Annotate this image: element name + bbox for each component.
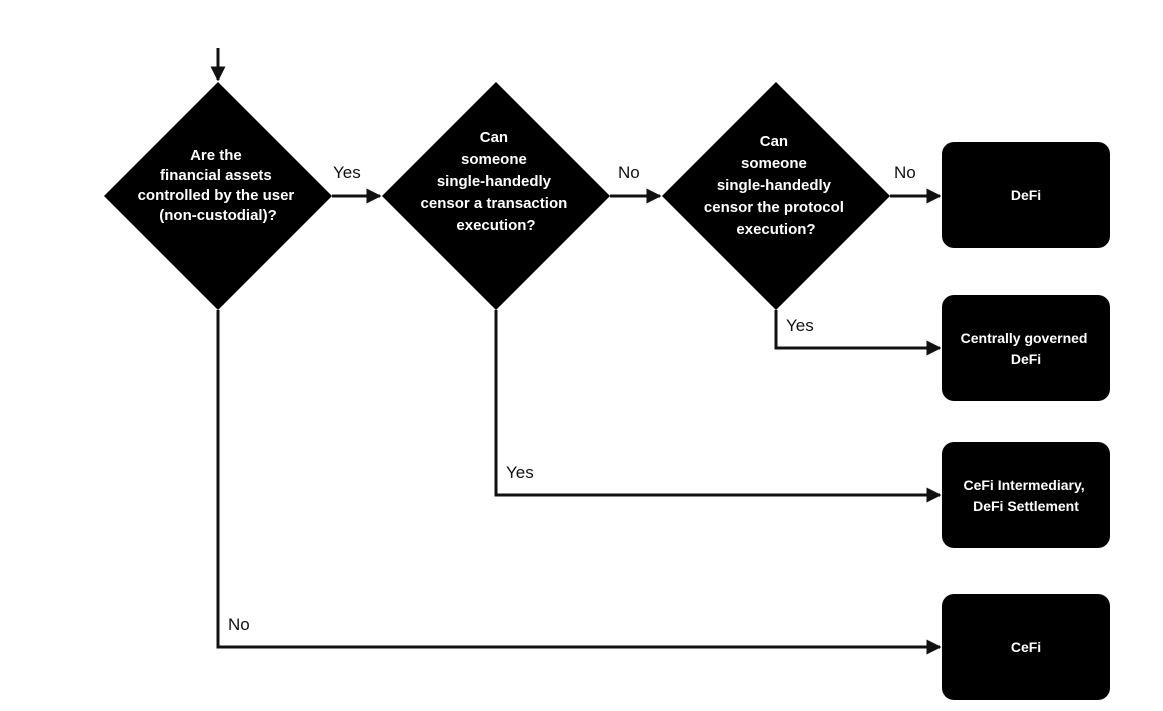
outcome-cefi-intermediary-box — [942, 442, 1110, 548]
decision-custody-line: (non-custodial)? — [159, 207, 276, 224]
outcome-cefi-intermediary-line: CeFi Intermediary, — [963, 477, 1084, 493]
decision-custody-line: controlled by the user — [138, 187, 295, 204]
outcome-cefi-intermediary-line: DeFi Settlement — [973, 498, 1079, 514]
decision-protocol-censor-line: execution? — [736, 221, 815, 238]
edge-label-protocol-yes: Yes — [786, 316, 814, 335]
decision-protocol-censor-line: censor the protocol — [704, 199, 844, 216]
outcome-centrally-governed: Centrally governed DeFi — [942, 295, 1110, 401]
outcome-defi: DeFi — [942, 142, 1110, 248]
decision-tx-censor-diamond — [382, 82, 610, 310]
decision-custody-diamond — [104, 82, 332, 310]
decision-protocol-censor-line: someone — [741, 155, 807, 172]
edge-label-tx-no: No — [618, 163, 640, 182]
outcome-centrally-governed-line: DeFi — [1011, 351, 1041, 367]
decision-tx-censor: Can someone single-handedly censor a tra… — [382, 82, 610, 310]
edge-label-tx-yes: Yes — [506, 463, 534, 482]
decision-custody-line: financial assets — [160, 167, 272, 184]
decision-custody-label: Are the financial assets controlled by t… — [138, 147, 299, 224]
decision-protocol-censor: Can someone single-handedly censor the p… — [662, 82, 890, 310]
decision-tx-censor-line: single-handedly — [437, 173, 552, 190]
outcome-centrally-governed-box — [942, 295, 1110, 401]
decision-protocol-censor-line: single-handedly — [717, 177, 832, 194]
decision-tx-censor-line: execution? — [456, 217, 535, 234]
outcome-centrally-governed-label: Centrally governed DeFi — [961, 330, 1092, 367]
edge-protocol-yes — [774, 310, 942, 356]
decision-protocol-censor-label: Can someone single-handedly censor the p… — [704, 133, 848, 238]
edge-custody-no — [216, 310, 942, 655]
decision-tx-censor-line: censor a transaction — [421, 195, 568, 212]
outcome-defi-line: DeFi — [1011, 187, 1041, 203]
outcome-defi-box — [942, 142, 1110, 248]
decision-tx-censor-line: Can — [480, 129, 508, 146]
decision-protocol-censor-diamond — [662, 82, 890, 310]
outcome-cefi-line: CeFi — [1011, 639, 1041, 655]
outcome-cefi-box — [942, 594, 1110, 700]
outcome-cefi-intermediary-label: CeFi Intermediary, DeFi Settlement — [963, 477, 1088, 514]
edge-tx-yes — [494, 310, 942, 503]
decision-tx-censor-label: Can someone single-handedly censor a tra… — [421, 129, 572, 234]
decision-tx-censor-line: someone — [461, 151, 527, 168]
decision-custody-line: Are the — [190, 147, 242, 164]
edge-label-custody-yes: Yes — [333, 163, 361, 182]
decision-custody: Are the financial assets controlled by t… — [104, 82, 332, 310]
decision-protocol-censor-line: Can — [760, 133, 788, 150]
outcome-defi-label: DeFi — [1011, 187, 1041, 203]
outcome-cefi: CeFi — [942, 594, 1110, 700]
outcome-cefi-label: CeFi — [1011, 639, 1041, 655]
edge-label-protocol-no: No — [894, 163, 916, 182]
edge-label-custody-no: No — [228, 615, 250, 634]
outcome-cefi-intermediary: CeFi Intermediary, DeFi Settlement — [942, 442, 1110, 548]
outcome-centrally-governed-line: Centrally governed — [961, 330, 1088, 346]
